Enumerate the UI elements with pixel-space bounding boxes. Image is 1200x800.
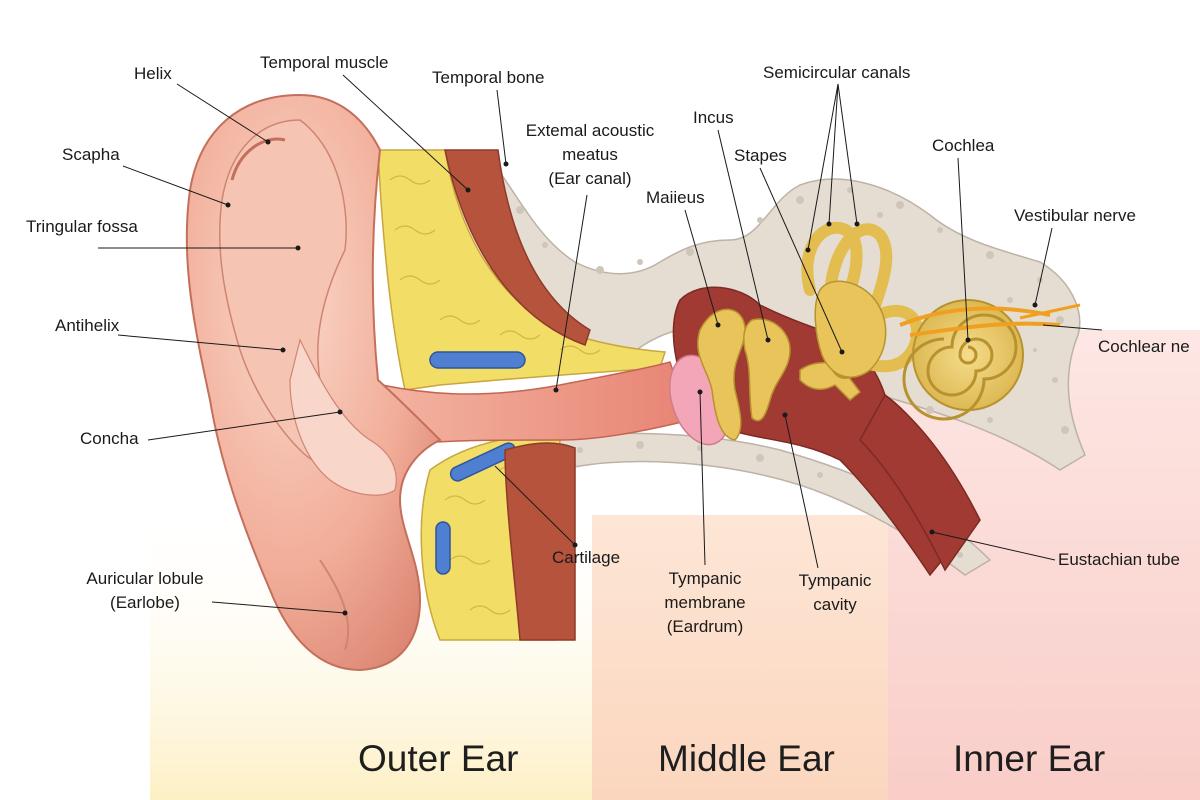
label-line: membrane (664, 593, 746, 612)
label-auricular-lobule: Auricular lobule (Earlobe) (64, 567, 226, 615)
leader-lines (98, 74, 1103, 614)
label-external-acoustic-meatus: Extemal acoustic meatus (Ear canal) (508, 119, 672, 191)
label-eustachian-tube: Eustachian tube (1058, 550, 1180, 569)
label-concha: Concha (80, 429, 139, 448)
label-line: (Earlobe) (110, 593, 180, 612)
label-malleus: Maiieus (646, 188, 705, 207)
label-stapes: Stapes (734, 146, 787, 165)
label-line: Extemal acoustic (525, 121, 655, 140)
label-incus: Incus (693, 108, 734, 127)
label-line: Auricular lobule (86, 569, 204, 588)
label-line: Tympanic (668, 569, 742, 588)
label-vestibular-nerve: Vestibular nerve (1014, 206, 1136, 225)
label-helix: Helix (134, 64, 172, 83)
label-cochlea: Cochlea (932, 136, 995, 155)
pinna (185, 93, 442, 672)
label-antihelix: Antihelix (55, 316, 120, 335)
temporal-muscle (444, 149, 591, 346)
label-triangular-fossa: Tringular fossa (26, 217, 138, 236)
label-tympanic-cavity: Tympanic cavity (780, 569, 890, 617)
label-line: (Ear canal) (548, 169, 632, 188)
label-line: (Eardrum) (666, 617, 744, 636)
label-cartilage: Cartilage (552, 548, 621, 567)
label-scapha: Scapha (62, 145, 120, 164)
label-cochlear-nerve: Cochlear ne (1098, 337, 1190, 356)
leader-dots (225, 139, 1038, 616)
muscle-lower (504, 442, 576, 641)
section-title-outer-ear: Outer Ear (358, 738, 519, 779)
label-temporal-muscle: Temporal muscle (260, 53, 389, 72)
label-line: meatus (562, 145, 618, 164)
label-semicircular-canals: Semicircular canals (763, 63, 911, 82)
label-line: Tympanic (798, 571, 872, 590)
section-title-inner-ear: Inner Ear (953, 738, 1106, 779)
section-title-middle-ear: Middle Ear (658, 738, 835, 779)
vestibule (814, 280, 887, 378)
label-line: cavity (813, 595, 857, 614)
label-tympanic-membrane: Tympanic membrane (Eardrum) (650, 567, 760, 639)
eustachian-tube (859, 393, 981, 572)
label-temporal-bone: Temporal bone (432, 68, 545, 87)
nerves (899, 303, 1081, 337)
